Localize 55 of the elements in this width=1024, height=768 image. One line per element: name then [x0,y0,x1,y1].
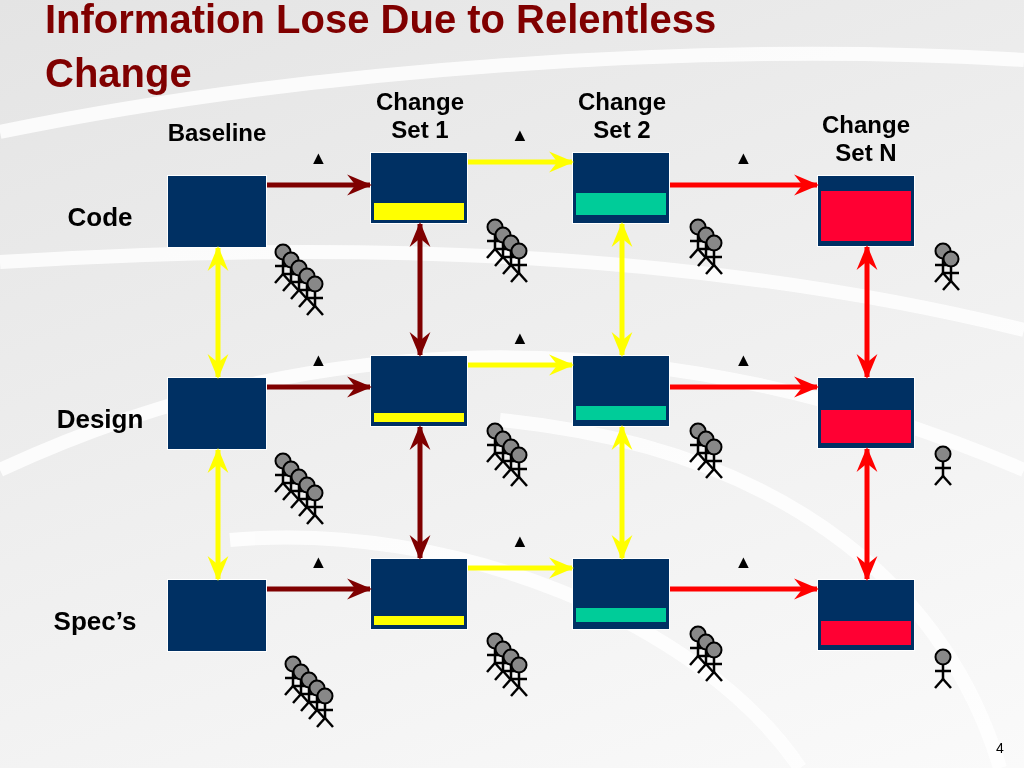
document-block [817,377,915,449]
row-label: Spec’s [52,606,138,636]
change-bar [374,616,464,625]
document-block [370,152,468,224]
document-block [572,152,670,224]
double-arrow [207,245,229,380]
column-header: Change Set N [821,111,911,167]
document-block [572,355,670,427]
delta-label: ▲ [511,329,529,347]
arrow [267,578,373,600]
change-bar [821,191,911,241]
row-label: Design [55,404,145,434]
document-block [167,579,267,652]
change-bar [821,621,911,645]
arrow [468,354,575,376]
double-arrow [856,446,878,582]
document-block [817,175,915,247]
double-arrow [207,447,229,582]
double-arrow [611,221,633,358]
double-arrow [409,424,431,561]
delta-label: ▲ [309,553,328,571]
arrow [670,376,820,398]
delta-label: ▲ [734,351,753,369]
document-block [167,175,267,248]
change-bar [576,406,666,420]
column-header: Baseline [166,119,268,147]
page-number: 4 [995,740,1005,756]
double-arrow [409,221,431,358]
delta-label: ▲ [511,126,529,144]
document-block [572,558,670,630]
column-header: Change Set 2 [577,88,667,144]
delta-label: ▲ [309,351,328,369]
column-header: Change Set 1 [375,88,465,144]
delta-label: ▲ [734,149,753,167]
row-label: Code [66,202,134,232]
delta-label: ▲ [511,532,529,550]
document-block [370,355,468,427]
document-block [817,579,915,651]
change-bar [576,193,666,215]
double-arrow [856,244,878,380]
arrow [670,174,820,196]
document-block [370,558,468,630]
delta-label: ▲ [734,553,753,571]
change-bar [374,413,464,422]
double-arrow [611,424,633,561]
delta-label: ▲ [309,149,328,167]
change-bar [821,410,911,443]
document-block [167,377,267,450]
arrow [267,376,373,398]
arrow [670,578,820,600]
arrow [267,174,373,196]
change-bar [576,608,666,622]
change-bar [374,203,464,220]
arrow [468,151,575,173]
arrow [468,557,575,579]
